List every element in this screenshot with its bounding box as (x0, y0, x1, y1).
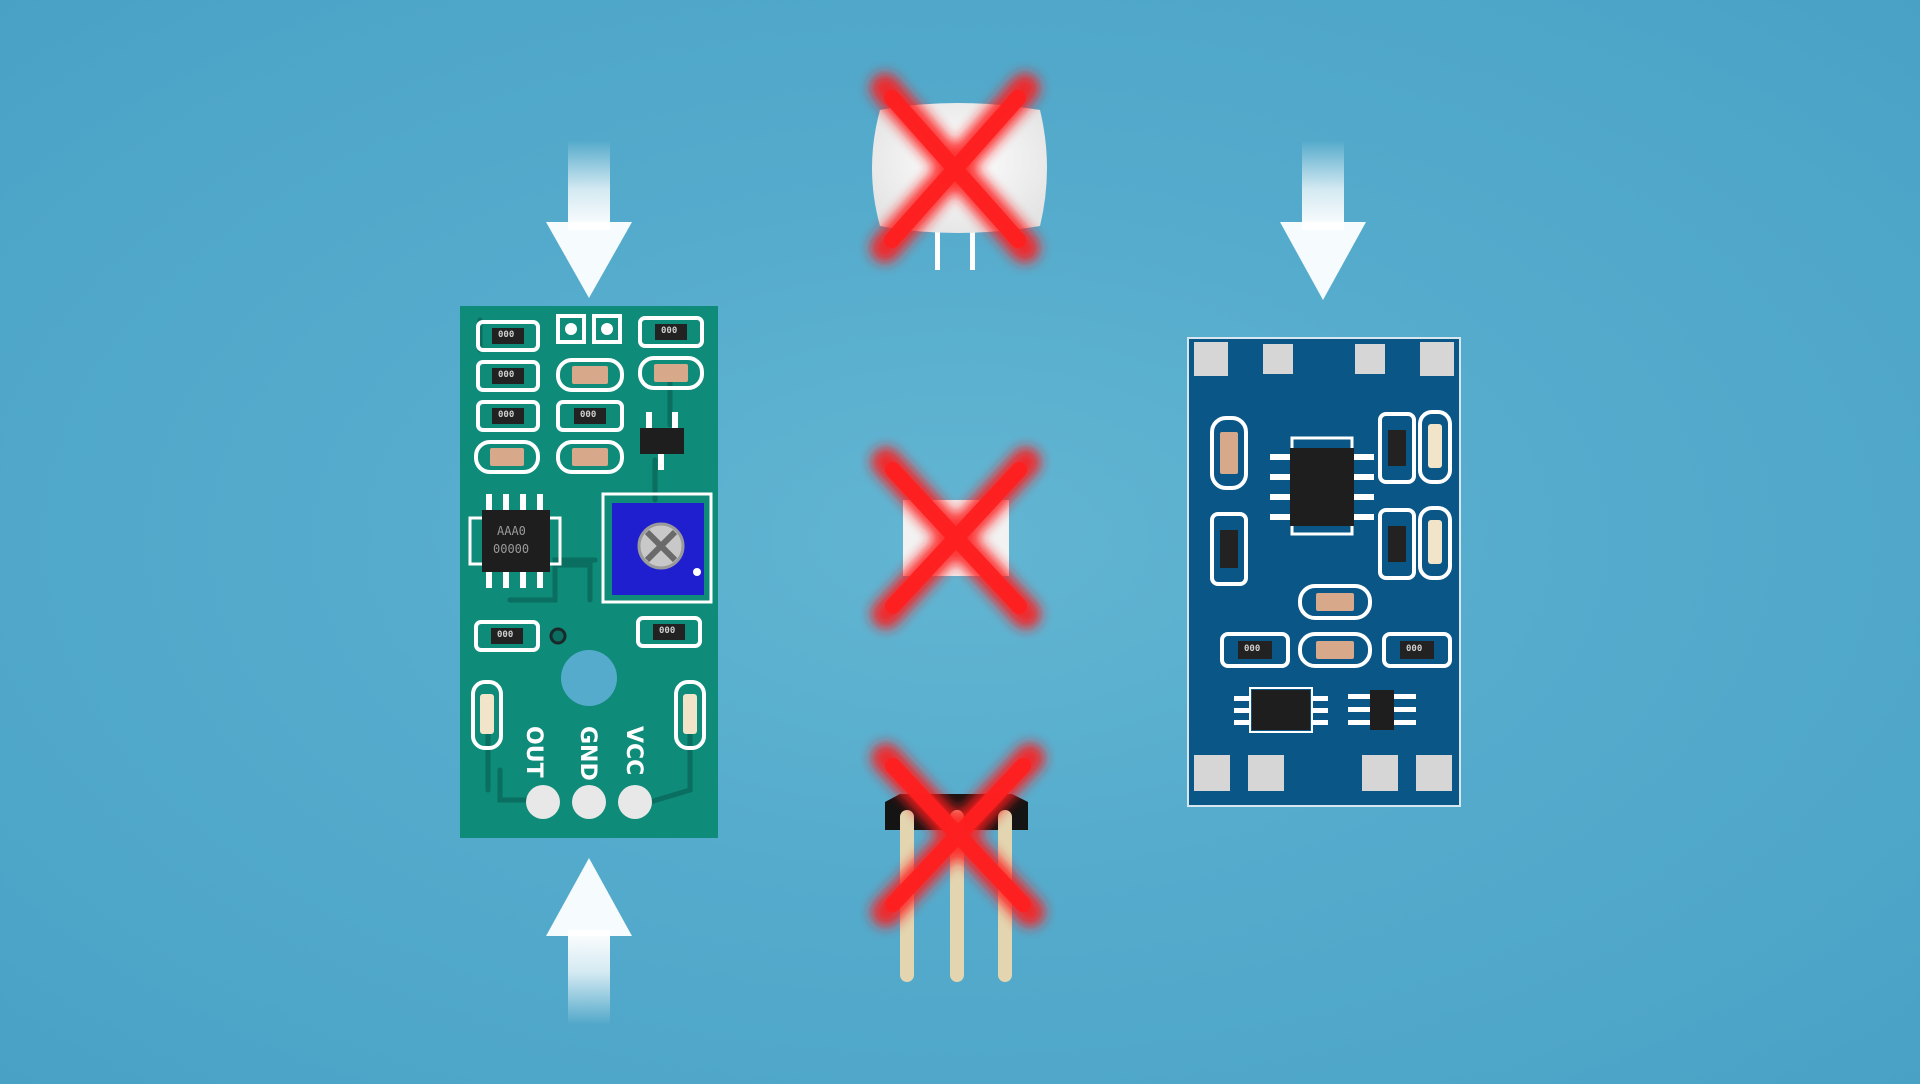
left-top-arrow (546, 140, 632, 298)
main-ic-chip (1270, 436, 1374, 536)
right-sensor-board (1187, 337, 1461, 807)
smd-resistor-group-center (1220, 584, 1452, 668)
smd-resistor-group-lower (474, 616, 702, 652)
smd-resistor-vertical (1210, 416, 1248, 490)
chip-code-top: AAA0 (497, 524, 526, 538)
smd-code: 000 (580, 410, 597, 420)
op-amp-chip (468, 494, 562, 588)
small-ic-right (1348, 690, 1416, 730)
reject-x-icon (884, 90, 1026, 248)
status-led-right (674, 680, 706, 750)
smd-code: 000 (1406, 644, 1423, 654)
smd-resistor-group-left (474, 320, 540, 474)
header-pins (526, 785, 652, 819)
smd-code: 000 (498, 330, 515, 340)
smd-code: 000 (659, 626, 676, 636)
mounting-hole (561, 650, 617, 706)
pin-label-gnd: GND (575, 726, 600, 781)
potentiometer (601, 492, 713, 604)
pin-label-out: OUT (521, 726, 546, 778)
smd-resistor-group-right (638, 316, 704, 470)
smd-resistor-group-right-board (1378, 412, 1416, 580)
smd-resistor-vertical-dark (1210, 512, 1248, 586)
pin-label-vcc: VCC (621, 726, 646, 776)
right-top-arrow (1280, 140, 1366, 300)
smd-code: 000 (661, 326, 678, 336)
left-bottom-arrow (546, 858, 632, 1025)
small-ic-left (1234, 687, 1328, 733)
smd-code: 000 (498, 410, 515, 420)
top-solder-pads (1194, 342, 1454, 376)
status-led-bottom (1418, 506, 1452, 580)
status-led-left (471, 680, 503, 750)
reject-x-icon (885, 758, 1031, 912)
left-sensor-board (460, 306, 718, 838)
reject-x-icon (885, 462, 1027, 614)
smd-code: 000 (498, 370, 515, 380)
smd-code: 000 (1244, 644, 1261, 654)
bottom-solder-pads (1194, 755, 1452, 791)
chip-code-bottom: 00000 (493, 542, 530, 556)
status-led-top (1418, 410, 1452, 484)
smd-resistor-group-middle (556, 314, 624, 474)
smd-code: 000 (497, 630, 514, 640)
